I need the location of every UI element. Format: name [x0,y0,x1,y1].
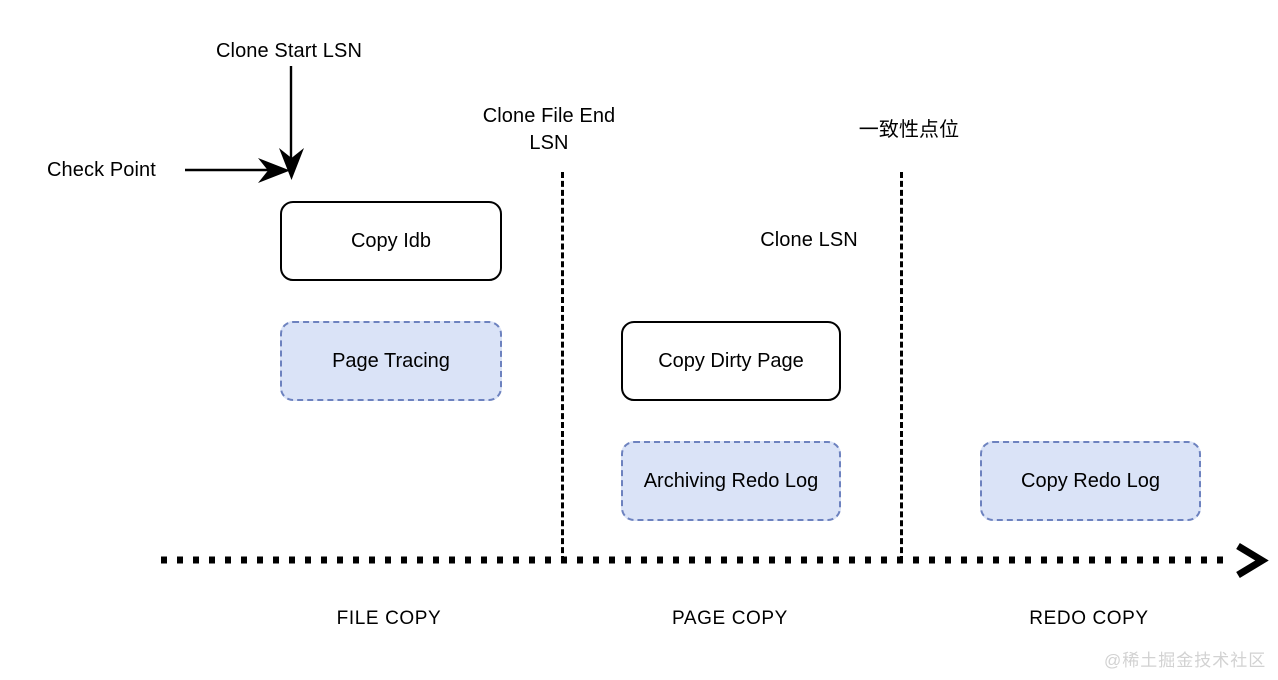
phase-label-redo-copy: REDO COPY [1029,608,1149,629]
box-copy-redo-log[interactable]: Copy Redo Log [980,441,1201,521]
label-check-point: Check Point [47,159,156,181]
box-archiving-redo-log[interactable]: Archiving Redo Log [621,441,841,521]
box-copy-dirty-page[interactable]: Copy Dirty Page [621,321,841,401]
divider-page-redo [900,172,903,562]
check-point-arrow [185,158,290,183]
timeline-axis [161,543,1269,578]
label-clone-file-end-lsn-line2: LSN [529,132,569,154]
label-consistency-point: 一致性点位 [858,119,960,141]
site-watermark: @稀土掘金技术社区 [1104,651,1267,670]
label-clone-file-end-lsn-line1: Clone File End [482,105,616,127]
box-page-tracing[interactable]: Page Tracing [280,321,502,401]
phase-label-file-copy: FILE COPY [336,608,442,629]
label-clone-start-lsn: Clone Start LSN [215,40,363,62]
divider-file-page [561,172,564,562]
box-copy-idb[interactable]: Copy Idb [280,201,502,281]
clone-start-lsn-arrow [279,66,304,180]
phase-label-page-copy: PAGE COPY [672,608,788,629]
label-clone-lsn: Clone LSN [760,229,858,251]
